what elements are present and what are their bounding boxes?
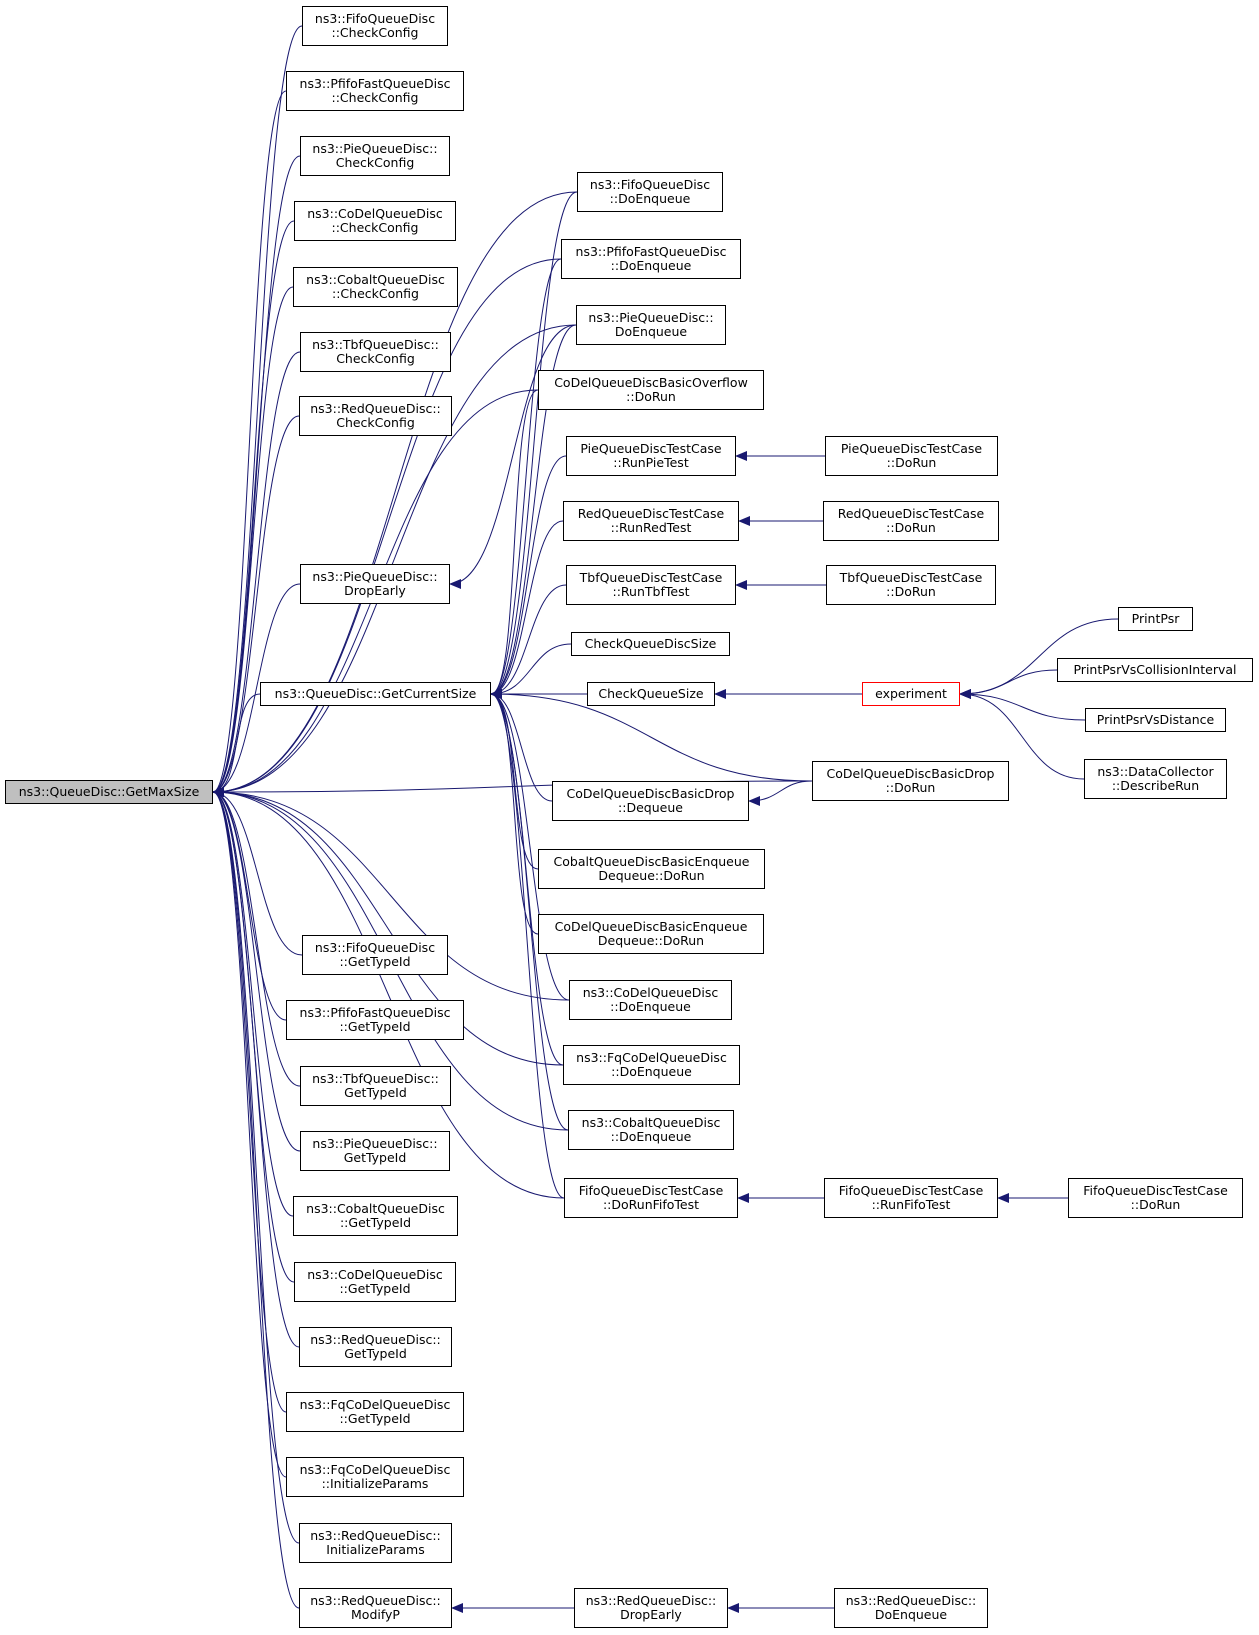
call-edge <box>212 191 578 797</box>
call-edge <box>212 787 300 1544</box>
graph-node-red-gt[interactable]: ns3::RedQueueDisc:: GetTypeId <box>299 1327 452 1367</box>
graph-node-fifo-drft[interactable]: FifoQueueDiscTestCase ::DoRunFifoTest <box>564 1178 738 1218</box>
graph-node-tbf-cc[interactable]: ns3::TbfQueueDisc:: CheckConfig <box>300 332 451 372</box>
graph-node-tbf-rt[interactable]: TbfQueueDiscTestCase ::RunTbfTest <box>566 565 736 605</box>
graph-node-fifo-de[interactable]: ns3::FifoQueueDisc ::DoEnqueue <box>577 172 723 212</box>
graph-node-cobalt-de[interactable]: ns3::CobaltQueueDisc ::DoEnqueue <box>568 1110 734 1150</box>
call-edge <box>959 689 1085 780</box>
call-edge <box>212 583 301 797</box>
call-edge <box>212 787 564 1066</box>
graph-node-printpsr-d[interactable]: PrintPsrVsDistance <box>1085 708 1226 732</box>
call-edge <box>212 286 294 797</box>
graph-node-red-ip[interactable]: ns3::RedQueueDisc:: InitializeParams <box>299 1523 452 1563</box>
graph-node-printpsr-ci[interactable]: PrintPsrVsCollisionInterval <box>1057 658 1253 682</box>
call-edge <box>490 689 813 782</box>
graph-node-pfifo-cc[interactable]: ns3::PfifoFastQueueDisc ::CheckConfig <box>286 71 464 111</box>
graph-node-tbf-tc[interactable]: TbfQueueDiscTestCase ::DoRun <box>826 565 996 605</box>
graph-node-red-de[interactable]: ns3::RedQueueDisc:: DoEnqueue <box>834 1588 988 1628</box>
graph-node-gcs[interactable]: ns3::QueueDisc::GetCurrentSize <box>260 682 491 706</box>
graph-node-pie-tc[interactable]: PieQueueDiscTestCase ::DoRun <box>825 436 998 476</box>
graph-node-cobalt-cc[interactable]: ns3::CobaltQueueDisc ::CheckConfig <box>293 267 458 307</box>
graph-node-codel-eq[interactable]: CoDelQueueDiscBasicEnqueue Dequeue::DoRu… <box>538 914 764 954</box>
call-edge <box>490 389 539 699</box>
call-edge <box>490 520 564 699</box>
call-edge <box>490 689 565 1199</box>
call-edge <box>490 324 577 699</box>
call-edge <box>212 787 294 1217</box>
call-edge <box>490 689 569 1131</box>
call-edge <box>212 415 300 797</box>
call-edge <box>490 455 567 699</box>
graph-node-codel-ovf[interactable]: CoDelQueueDiscBasicOverflow ::DoRun <box>538 370 764 410</box>
graph-node-fifo-rft[interactable]: FifoQueueDiscTestCase ::RunFifoTest <box>824 1178 998 1218</box>
call-edge <box>490 689 539 870</box>
graph-node-fifo-gt[interactable]: ns3::FifoQueueDisc ::GetTypeId <box>302 935 448 975</box>
call-edge <box>449 324 577 589</box>
call-edge <box>212 787 300 1609</box>
call-edge <box>212 787 287 1413</box>
graph-node-pie-rt[interactable]: PieQueueDiscTestCase ::RunPieTest <box>566 436 736 476</box>
graph-node-codel-gt[interactable]: ns3::CoDelQueueDisc ::GetTypeId <box>294 1262 456 1302</box>
call-edge <box>212 787 570 1001</box>
call-edge <box>490 689 570 1001</box>
graph-node-codel-cc[interactable]: ns3::CoDelQueueDisc ::CheckConfig <box>294 201 456 241</box>
graph-node-codel-bd-dq[interactable]: CoDelQueueDiscBasicDrop ::Dequeue <box>552 781 749 821</box>
graph-node-red-cc[interactable]: ns3::RedQueueDisc:: CheckConfig <box>299 396 452 436</box>
call-edge <box>212 351 301 797</box>
call-edge <box>212 787 301 1152</box>
graph-node-codel-bd-run[interactable]: CoDelQueueDiscBasicDrop ::DoRun <box>812 761 1009 801</box>
call-edge <box>748 780 813 806</box>
call-edge <box>490 584 567 699</box>
call-edge <box>959 689 1086 721</box>
graph-node-pfifo-de[interactable]: ns3::PfifoFastQueueDisc ::DoEnqueue <box>561 239 741 279</box>
graph-node-fq-ip[interactable]: ns3::FqCoDelQueueDisc ::InitializeParams <box>286 1457 464 1497</box>
graph-node-pie-gt[interactable]: ns3::PieQueueDisc:: GetTypeId <box>300 1131 450 1171</box>
graph-node-red-rt[interactable]: RedQueueDiscTestCase ::RunRedTest <box>563 501 739 541</box>
call-edge <box>212 787 300 1348</box>
graph-node-root[interactable]: ns3::QueueDisc::GetMaxSize <box>5 780 213 804</box>
graph-node-fifo-cc[interactable]: ns3::FifoQueueDisc ::CheckConfig <box>302 6 448 46</box>
graph-node-fifo-tc[interactable]: FifoQueueDiscTestCase ::DoRun <box>1068 1178 1243 1218</box>
call-edge <box>959 618 1119 699</box>
graph-node-tbf-gt[interactable]: ns3::TbfQueueDisc:: GetTypeId <box>300 1066 451 1106</box>
graph-node-printpsr[interactable]: PrintPsr <box>1118 607 1193 631</box>
call-edge <box>959 669 1058 699</box>
graph-node-cobalt-eq[interactable]: CobaltQueueDiscBasicEnqueue Dequeue::DoR… <box>538 849 765 889</box>
call-edge <box>490 689 539 935</box>
graph-node-pie-drop[interactable]: ns3::PieQueueDisc:: DropEarly <box>300 564 450 604</box>
call-edge <box>212 787 287 1478</box>
graph-node-pie-cc[interactable]: ns3::PieQueueDisc:: CheckConfig <box>300 136 450 176</box>
graph-node-red-mp[interactable]: ns3::RedQueueDisc:: ModifyP <box>299 1588 452 1628</box>
call-edge <box>490 643 572 699</box>
call-edge <box>490 191 578 699</box>
graph-node-cobalt-gt[interactable]: ns3::CobaltQueueDisc ::GetTypeId <box>293 1196 458 1236</box>
call-edge <box>212 324 577 797</box>
call-edge <box>212 25 303 797</box>
call-edge <box>212 787 301 1087</box>
call-edge <box>212 258 562 797</box>
graph-node-fq-gt[interactable]: ns3::FqCoDelQueueDisc ::GetTypeId <box>286 1392 464 1432</box>
graph-node-pfifo-gt[interactable]: ns3::PfifoFastQueueDisc ::GetTypeId <box>286 1000 464 1040</box>
graph-node-cqds[interactable]: CheckQueueDiscSize <box>571 632 730 656</box>
graph-node-experiment[interactable]: experiment <box>862 682 960 706</box>
graph-node-dc-dr[interactable]: ns3::DataCollector ::DescribeRun <box>1084 759 1227 799</box>
call-edge <box>212 90 287 797</box>
graph-node-cqs[interactable]: CheckQueueSize <box>587 682 715 706</box>
graph-node-fq-de[interactable]: ns3::FqCoDelQueueDisc ::DoEnqueue <box>563 1045 740 1085</box>
graph-node-red-tc[interactable]: RedQueueDiscTestCase ::DoRun <box>823 501 999 541</box>
call-edge <box>490 258 562 699</box>
call-edge <box>212 220 295 797</box>
graph-node-codel-de[interactable]: ns3::CoDelQueueDisc ::DoEnqueue <box>569 980 732 1020</box>
call-edge <box>212 787 565 1199</box>
graph-node-pie-de[interactable]: ns3::PieQueueDisc:: DoEnqueue <box>576 305 726 345</box>
graph-node-red-drop[interactable]: ns3::RedQueueDisc:: DropEarly <box>574 1588 728 1628</box>
call-edge <box>212 787 303 956</box>
